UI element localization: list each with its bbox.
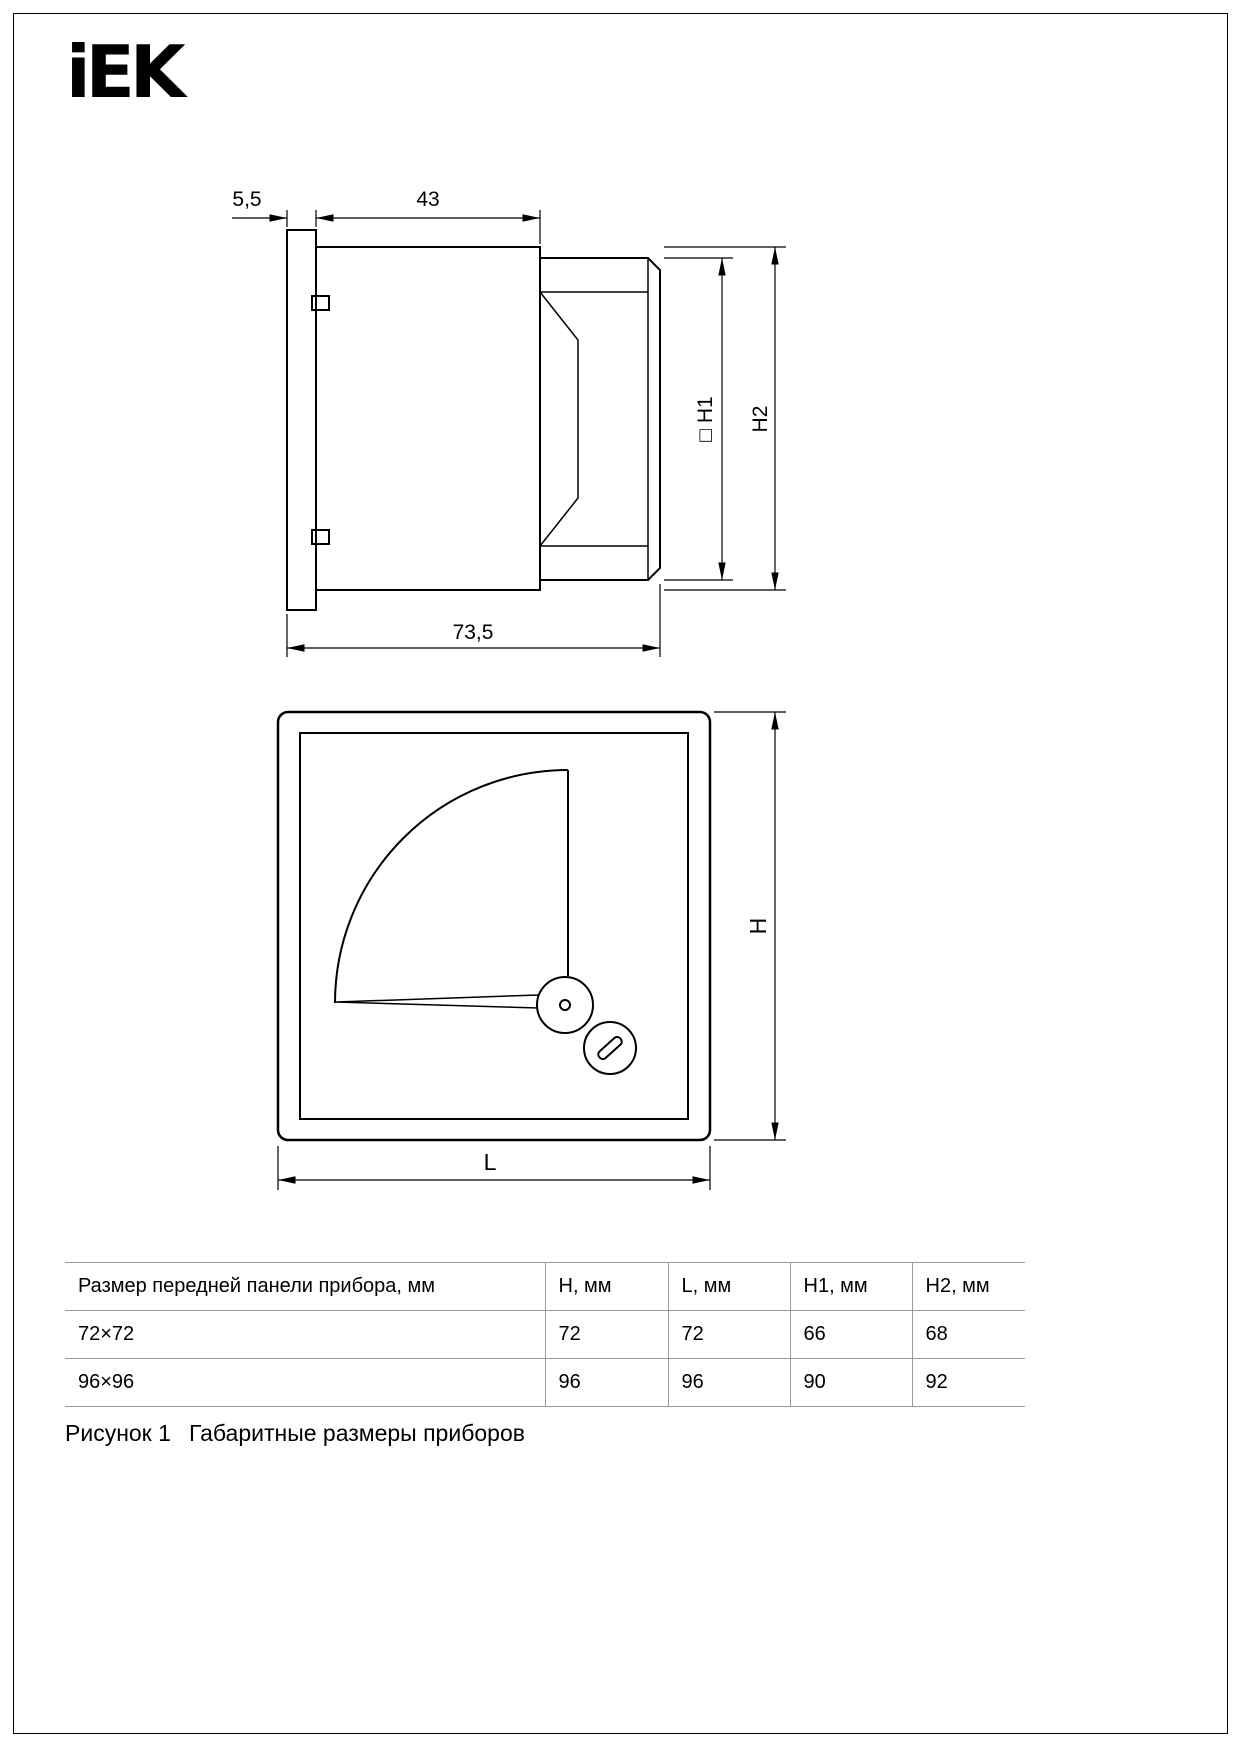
figure-caption-number: Рисунок 1 bbox=[65, 1420, 171, 1446]
table-header-cell: Размер передней панели прибора, мм bbox=[65, 1262, 546, 1311]
table-header-row: Размер передней панели прибора, мм H, мм… bbox=[65, 1262, 1025, 1311]
front-view-part-outline bbox=[276, 710, 712, 1142]
dimensions-table: Размер передней панели прибора, мм H, мм… bbox=[65, 1262, 1025, 1407]
dim-label-h1: □ H1 bbox=[694, 396, 717, 441]
table-cell: 72×72 bbox=[65, 1310, 546, 1359]
front-bezel bbox=[276, 710, 712, 1142]
meter-body bbox=[315, 246, 541, 591]
dim-label-width: L bbox=[484, 1149, 497, 1175]
table-cell: 92 bbox=[911, 1358, 1025, 1407]
terminal-wedge bbox=[539, 291, 579, 547]
table-cell: 96 bbox=[544, 1358, 669, 1407]
table-cell: 72 bbox=[544, 1310, 669, 1359]
table-header-cell: H1, мм bbox=[789, 1262, 913, 1311]
mounting-clip-top bbox=[311, 295, 330, 311]
mounting-clip-bottom bbox=[311, 529, 330, 545]
scale-arc bbox=[334, 769, 569, 1004]
table-header-cell: H, мм bbox=[544, 1262, 669, 1311]
pointer-needle bbox=[335, 994, 539, 1009]
table-cell: 66 bbox=[789, 1310, 913, 1359]
side-view-part-outline bbox=[286, 229, 661, 611]
table-cell: 72 bbox=[667, 1310, 791, 1359]
figure-caption-text: Габаритные размеры приборов bbox=[188, 1420, 525, 1446]
front-view-dimension-lines bbox=[277, 711, 786, 1190]
side-view-dimension-labels: 5,5 43 73,5 □ H1 H2 bbox=[232, 188, 772, 644]
table-cell: 96×96 bbox=[65, 1358, 546, 1407]
front-view-dimension-labels: H L bbox=[484, 918, 771, 1175]
dim-label-height: H bbox=[745, 918, 771, 935]
table-cell: 96 bbox=[667, 1358, 791, 1407]
table-row: 72×72 72 72 66 68 bbox=[65, 1310, 1025, 1359]
dim-label-body-depth: 43 bbox=[416, 188, 439, 211]
table-header-cell: L, мм bbox=[667, 1262, 791, 1311]
table-header-cell: H2, мм bbox=[911, 1262, 1025, 1311]
dim-label-total-depth: 73,5 bbox=[453, 621, 494, 644]
iek-logo: iEK bbox=[66, 30, 186, 114]
dim-label-h2: H2 bbox=[749, 406, 772, 433]
figure-caption: Рисунок 1 Габаритные размеры приборов bbox=[65, 1420, 525, 1447]
screw-slot bbox=[597, 1035, 623, 1061]
pivot-center-dot bbox=[559, 999, 571, 1011]
dim-label-flange: 5,5 bbox=[232, 188, 261, 211]
table-cell: 90 bbox=[789, 1358, 913, 1407]
side-view-drawing: 5,5 43 73,5 □ H1 H2 bbox=[232, 188, 786, 657]
table-row: 96×96 96 96 90 92 bbox=[65, 1358, 1025, 1407]
side-view-dimension-lines bbox=[232, 210, 786, 657]
terminal-cover bbox=[539, 257, 661, 581]
front-view-drawing: H L bbox=[276, 710, 786, 1190]
front-flange bbox=[286, 229, 317, 611]
table-cell: 68 bbox=[911, 1310, 1025, 1359]
dial-window bbox=[299, 732, 689, 1120]
